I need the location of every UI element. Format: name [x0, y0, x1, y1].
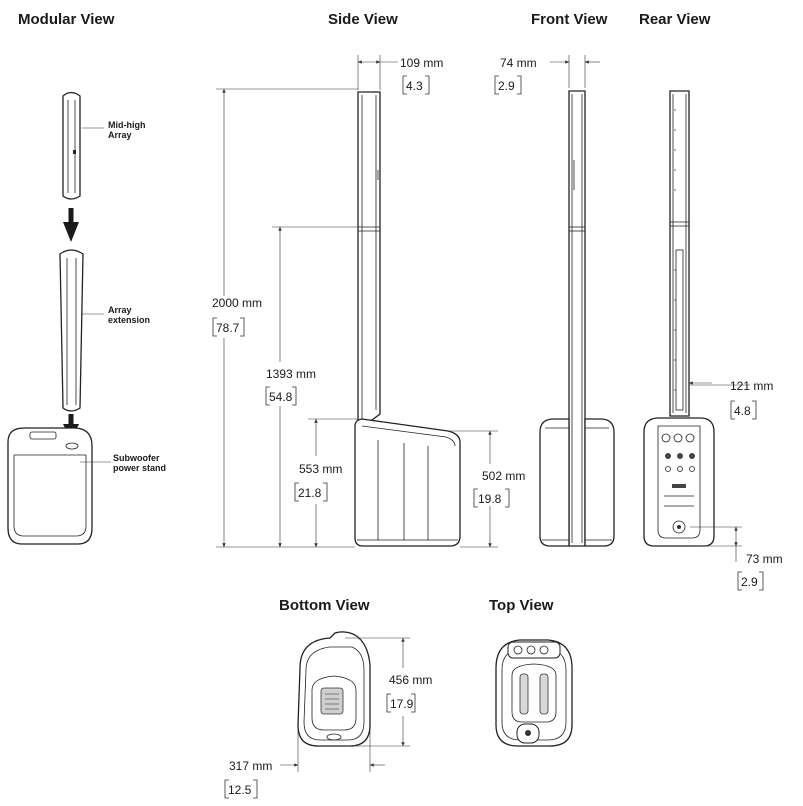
top-drawing	[495, 639, 573, 747]
total-height-mm: 2000 mm	[212, 296, 262, 310]
sub-body-height-mm: 502 mm	[482, 469, 525, 483]
subwoofer-drawing	[7, 427, 93, 545]
extension-height-in: 54.8	[269, 390, 293, 404]
top-view	[495, 639, 573, 747]
sub-height-in: 21.8	[298, 486, 322, 500]
modular-view-title: Modular View	[18, 11, 115, 28]
array-offset-in: 4.8	[734, 404, 751, 418]
rear-subwoofer-drawing	[643, 417, 715, 547]
bottom-depth-mm: 456 mm	[389, 673, 432, 687]
array-extension-drawing	[59, 249, 84, 412]
rear-column-drawing	[669, 90, 690, 417]
side-view: 109 mm 4.3 2000 mm 78.7 1393 mm 54.8 553…	[212, 55, 525, 548]
array-extension-label: Array	[108, 305, 132, 315]
bottom-width-in: 12.5	[228, 783, 252, 797]
mid-high-array-drawing	[62, 91, 81, 200]
front-width-mm: 74 mm	[500, 56, 537, 70]
rear-view: 121 mm 4.8 73 mm 2.9	[643, 90, 783, 591]
front-column-drawing	[568, 90, 586, 547]
modular-view: Mid-high Array Array extension Subwoofer…	[7, 91, 166, 545]
mid-high-array-label: Mid-high	[108, 120, 146, 130]
subwoofer-label: power stand	[113, 463, 166, 473]
bottom-width-mm: 317 mm	[229, 759, 272, 773]
side-width-mm: 109 mm	[400, 56, 443, 70]
subwoofer-label: Subwoofer	[113, 453, 160, 463]
rear-view-title: Rear View	[639, 11, 711, 28]
bottom-drawing	[297, 631, 371, 747]
total-height-in: 78.7	[216, 321, 240, 335]
sub-body-height-in: 19.8	[478, 492, 502, 506]
base-offset-in: 2.9	[741, 575, 758, 589]
mid-high-array-label: Array	[108, 130, 132, 140]
sub-height-mm: 553 mm	[299, 462, 342, 476]
front-width-in: 2.9	[498, 79, 515, 93]
front-view-title: Front View	[531, 11, 608, 28]
bottom-view: 456 mm 17.9 317 mm 12.5	[224, 631, 432, 799]
front-view: 74 mm 2.9	[494, 55, 615, 547]
extension-height-mm: 1393 mm	[266, 367, 316, 381]
base-offset-mm: 73 mm	[746, 552, 783, 566]
assembly-arrow-icon	[63, 208, 79, 242]
control-panel-icon	[661, 433, 695, 534]
side-column-drawing	[357, 91, 381, 427]
bottom-depth-in: 17.9	[390, 697, 414, 711]
array-offset-mm: 121 mm	[730, 379, 773, 393]
bottom-view-title: Bottom View	[279, 597, 370, 614]
front-subwoofer-drawing	[539, 418, 615, 547]
side-view-title: Side View	[328, 11, 398, 28]
top-view-title: Top View	[489, 597, 554, 614]
side-subwoofer-drawing	[354, 418, 461, 547]
array-extension-label: extension	[108, 315, 150, 325]
side-width-in: 4.3	[406, 79, 423, 93]
